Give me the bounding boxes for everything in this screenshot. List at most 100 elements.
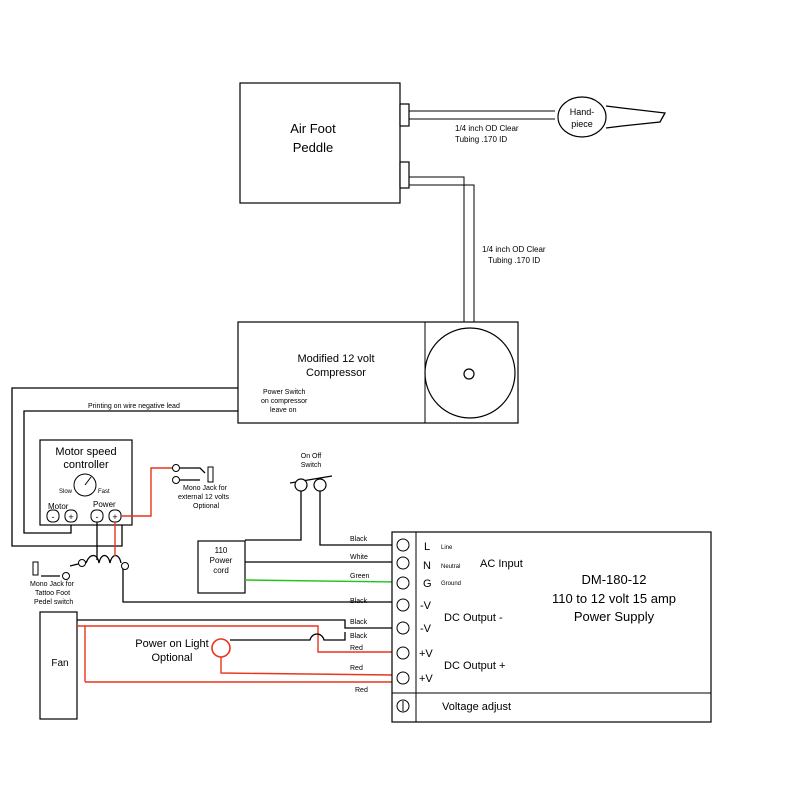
- fast-label: Fast: [98, 489, 110, 495]
- external-jack-contact-2: [172, 476, 180, 484]
- tubing-to-compressor: [409, 176, 475, 372]
- wire-label-black3: Black: [350, 619, 368, 626]
- external-jack-plug: [207, 466, 214, 483]
- handpiece-label-1: Hand-: [570, 107, 595, 117]
- air-foot-pedal-box: [239, 82, 401, 204]
- motor-minus-sign: -: [52, 512, 55, 522]
- compressor-switch-label-2: on compressor: [261, 398, 308, 405]
- terminal-g-sub: Ground: [441, 581, 461, 587]
- wire-label-red3: Red: [355, 687, 368, 694]
- motor-plus-terminal: [64, 509, 78, 523]
- mono-jack-external-2: external 12 volts: [178, 494, 229, 501]
- speed-knob-pointer: [84, 476, 92, 486]
- terminal-g-sym: G: [423, 578, 432, 590]
- wire-red-fan: [77, 625, 392, 653]
- terminal-l-sub: Line: [441, 545, 453, 551]
- wire-black-fan: [77, 619, 392, 629]
- terminal-vpos1: [396, 646, 410, 660]
- power-plus-sign: +: [112, 512, 117, 522]
- compressor-inlet: [463, 368, 475, 380]
- tubing-top-label-2: Tubing .170 ID: [455, 135, 507, 144]
- fan-label: Fan: [51, 658, 68, 669]
- pedal-fitting-top: [399, 103, 410, 127]
- tubing-to-handpiece: [409, 110, 555, 120]
- compressor-label-1: Modified 12 volt: [297, 353, 374, 365]
- motor-controller-title-1: Motor speed: [55, 446, 116, 458]
- handpiece-tip: [605, 105, 667, 129]
- power-light-label-2: Optional: [152, 652, 193, 664]
- terminal-l: [396, 538, 410, 552]
- power-cord-label-2: Power: [210, 556, 233, 565]
- mono-jack-tattoo-3: Pedel switch: [34, 599, 73, 606]
- wire-label-green: Green: [350, 573, 370, 580]
- power-label: Power: [93, 500, 116, 509]
- terminal-n: [396, 556, 410, 570]
- motor-controller-title-2: controller: [63, 459, 109, 471]
- psu-model: DM-180-12: [581, 572, 646, 587]
- power-cord-label-3: cord: [213, 566, 229, 575]
- wire-label-black1: Black: [350, 536, 368, 543]
- psu-terminals: [396, 538, 410, 713]
- terminal-g: [396, 576, 410, 590]
- mono-jack-tattoo-1: Mono Jack for: [30, 581, 75, 588]
- power-minus-sign: -: [96, 512, 99, 522]
- handpiece-body: [557, 96, 607, 138]
- tattoo-jack-contact-2: [78, 559, 86, 567]
- terminal-vneg2-sym: -V: [420, 623, 432, 635]
- terminal-vpos1-sym: +V: [419, 648, 433, 660]
- wire-black-power-minus: [96, 522, 392, 603]
- wire-red-external-jack: [121, 467, 172, 517]
- wire-black-light: [230, 632, 346, 641]
- external-jack-contact-1: [172, 464, 180, 472]
- wire-label-black2: Black: [350, 598, 368, 605]
- terminal-vneg1: [396, 598, 410, 612]
- terminal-vpos2: [396, 671, 410, 685]
- wire-label-red1: Red: [350, 645, 363, 652]
- tubing-top-label-1: 1/4 inch OD Clear: [455, 124, 519, 133]
- tubing-side-label-2: Tubing .170 ID: [488, 256, 540, 265]
- ac-input-label: AC Input: [480, 558, 523, 570]
- switch-contact-right: [313, 478, 327, 492]
- terminal-n-sym: N: [423, 560, 431, 572]
- fan-box: [39, 611, 78, 720]
- psu-desc: 110 to 12 volt 15 amp: [552, 591, 676, 606]
- air-foot-pedal-label-1: Air Foot: [290, 121, 336, 136]
- mono-jack-tattoo-2: Tattoo Foot: [35, 590, 70, 597]
- pedal-fitting-bottom: [399, 161, 410, 189]
- motor-label: Motor: [48, 502, 69, 511]
- wire-compressor-negative: [11, 387, 238, 547]
- wire-switch-to-cord: [245, 491, 302, 541]
- compressor-label-2: Compressor: [306, 367, 366, 379]
- air-foot-pedal-label-2: Peddle: [293, 140, 333, 155]
- switch-contact-left: [294, 478, 308, 492]
- motor-plus-sign: +: [68, 512, 73, 522]
- handpiece-label-2: piece: [571, 119, 593, 129]
- voltage-adjust-label: Voltage adjust: [442, 701, 511, 713]
- terminal-l-sym: L: [424, 541, 430, 553]
- tattoo-jack-contact: [62, 572, 70, 580]
- psu-name: Power Supply: [574, 609, 655, 624]
- mono-jack-external-1: Mono Jack for: [183, 485, 228, 492]
- psu-box: [391, 531, 712, 723]
- wire-green-ground: [244, 579, 399, 583]
- power-light-bulb: [211, 638, 231, 658]
- mono-jack-external-3: Optional: [193, 503, 220, 510]
- compressor-switch-label-1: Power Switch: [263, 389, 306, 396]
- dc-output-minus-label: DC Output -: [444, 612, 503, 624]
- terminal-n-sub: Neutral: [441, 564, 460, 570]
- wire-compressor-positive: [23, 410, 238, 534]
- wire-switch-to-line: [319, 491, 398, 546]
- power-light-label-1: Power on Light: [135, 638, 208, 650]
- compressor-pump: [424, 327, 516, 419]
- terminal-vneg1-sym: -V: [420, 600, 432, 612]
- printing-note: Printing on wire negative lead: [88, 403, 180, 410]
- external-jack-spring: [180, 467, 206, 474]
- power-cord-label-1: 110: [215, 546, 228, 555]
- wire-label-black4: Black: [350, 633, 368, 640]
- wire-label-red2: Red: [350, 665, 363, 672]
- power-cord-box: [197, 540, 246, 594]
- motor-minus-terminal: [46, 509, 60, 523]
- tubing-side-label-1: 1/4 inch OD Clear: [482, 245, 546, 254]
- tattoo-jack-plug: [32, 561, 39, 576]
